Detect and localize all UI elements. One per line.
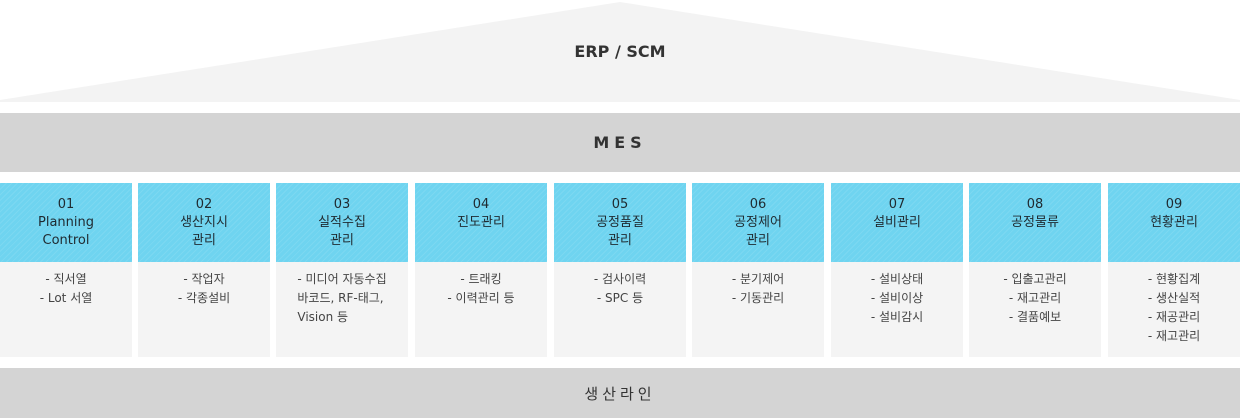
module-header: 07 설비관리 [831,183,963,262]
mes-label: MES [593,133,647,152]
list-item: - SPC 등 [596,291,644,305]
module-header: 03 실적수집 관리 [276,183,408,262]
list-item: - 결품예보 [1008,310,1062,324]
module-body: - 작업자 - 각종설비 [138,262,270,357]
module-title: 진도관리 [457,215,505,230]
list-item: - 분기제어 [731,272,785,286]
module-title: 공정제어 관리 [734,215,782,248]
module-title: Planning Control [38,215,94,248]
module-item-list: - 직서열 - Lot 서열 [0,270,132,308]
module-number: 07 [888,197,906,212]
module-item-list: - 현황집계 - 생산실적 - 재공관리 - 재고관리 [1108,270,1240,346]
module-header: 06 공정제어 관리 [692,183,824,262]
module-body: - 트래킹 - 이력관리 등 [415,262,547,357]
module-status: 09 현황관리 - 현황집계 - 생산실적 - 재공관리 - 재고관리 [1108,183,1240,357]
module-number: 02 [195,197,213,212]
list-item: - 기동관리 [731,291,785,305]
module-planning-control: 01 Planning Control - 직서열 - Lot 서열 [0,183,132,357]
module-equipment: 07 설비관리 - 설비상태 - 설비이상 - 설비감시 [831,183,963,357]
module-body: - 설비상태 - 설비이상 - 설비감시 [831,262,963,357]
module-header: 08 공정물류 [969,183,1101,262]
roof-triangle [0,2,1240,102]
list-item: - 재고관리 [1147,329,1201,343]
module-number: 04 [472,197,490,212]
module-process-control: 06 공정제어 관리 - 분기제어 - 기동관리 [692,183,824,357]
list-item: - 트래킹 [460,272,502,286]
module-number: 09 [1165,197,1183,212]
list-item: - 작업자 [183,272,225,286]
list-item: - 직서열 [45,272,87,286]
module-header: 09 현황관리 [1108,183,1240,262]
module-header: 05 공정품질 관리 [554,183,686,262]
list-item: - 재공관리 [1147,310,1201,324]
module-body: - 입출고관리 - 재고관리 - 결품예보 [969,262,1101,357]
module-item-list: - 설비상태 - 설비이상 - 설비감시 [831,270,963,327]
module-item-list: - 검사이력 - SPC 등 [554,270,686,308]
module-number: 08 [1026,197,1044,212]
list-item: - 이력관리 등 [447,291,515,305]
list-item: - 입출고관리 [1003,272,1067,286]
module-title: 생산지시 관리 [180,215,228,248]
list-item: - 각종설비 [177,291,231,305]
module-number: 01 [57,197,75,212]
module-body: - 직서열 - Lot 서열 [0,262,132,357]
list-item: - 생산실적 [1147,291,1201,305]
module-header: 01 Planning Control [0,183,132,262]
module-item-list: - 분기제어 - 기동관리 [692,270,824,308]
production-line-label: 생산라인 [584,384,656,403]
module-production-order: 02 생산지시 관리 - 작업자 - 각종설비 [138,183,270,357]
module-item-list: - 작업자 - 각종설비 [138,270,270,308]
module-header: 04 진도관리 [415,183,547,262]
list-item: - 재고관리 [1008,291,1062,305]
module-performance-collection: 03 실적수집 관리 - 미디어 자동수집 바코드, RF-태그, Vision… [276,183,408,357]
module-number: 05 [611,197,629,212]
mes-band: MES [0,113,1240,172]
list-item: - 설비감시 [870,310,924,324]
list-item: - Lot 서열 [39,291,93,305]
list-item: - 검사이력 [593,272,647,286]
module-item-list: - 미디어 자동수집 바코드, RF-태그, Vision 등 [276,270,408,327]
list-item: - 설비이상 [870,291,924,305]
module-number: 06 [749,197,767,212]
module-title: 공정물류 [1011,215,1059,230]
module-body: - 검사이력 - SPC 등 [554,262,686,357]
list-item: - 현황집계 [1147,272,1201,286]
module-body: - 분기제어 - 기동관리 [692,262,824,357]
erp-roof-shape [0,2,1240,102]
module-title: 공정품질 관리 [596,215,644,248]
module-title: 설비관리 [873,215,921,230]
module-item-list: - 트래킹 - 이력관리 등 [415,270,547,308]
module-number: 03 [333,197,351,212]
module-process-quality: 05 공정품질 관리 - 검사이력 - SPC 등 [554,183,686,357]
module-process-logistics: 08 공정물류 - 입출고관리 - 재고관리 - 결품예보 [969,183,1101,357]
erp-scm-label: ERP / SCM [574,42,666,61]
module-body: - 미디어 자동수집 바코드, RF-태그, Vision 등 [276,262,408,357]
module-header: 02 생산지시 관리 [138,183,270,262]
list-item: - 설비상태 [870,272,924,286]
list-item: - 미디어 자동수집 바코드, RF-태그, Vision 등 [297,272,387,324]
production-line-band: 생산라인 [0,368,1240,418]
module-item-list: - 입출고관리 - 재고관리 - 결품예보 [969,270,1101,327]
module-progress: 04 진도관리 - 트래킹 - 이력관리 등 [415,183,547,357]
mes-modules: 01 Planning Control - 직서열 - Lot 서열 02 생산… [0,183,1240,357]
module-title: 실적수집 관리 [318,215,366,248]
module-title: 현황관리 [1150,215,1198,230]
module-body: - 현황집계 - 생산실적 - 재공관리 - 재고관리 [1108,262,1240,357]
